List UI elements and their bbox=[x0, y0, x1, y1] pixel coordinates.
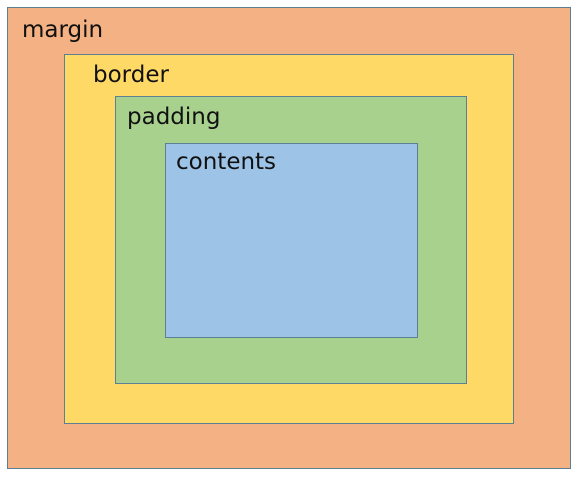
margin-layer-box: margin border padding contents bbox=[7, 7, 571, 469]
margin-label: margin bbox=[22, 17, 104, 43]
border-label: border bbox=[93, 62, 169, 88]
contents-layer-box: contents bbox=[165, 143, 418, 338]
padding-label: padding bbox=[127, 104, 221, 130]
padding-layer-box: padding contents bbox=[115, 96, 467, 384]
contents-label: contents bbox=[176, 149, 277, 175]
border-layer-box: border padding contents bbox=[64, 54, 514, 424]
